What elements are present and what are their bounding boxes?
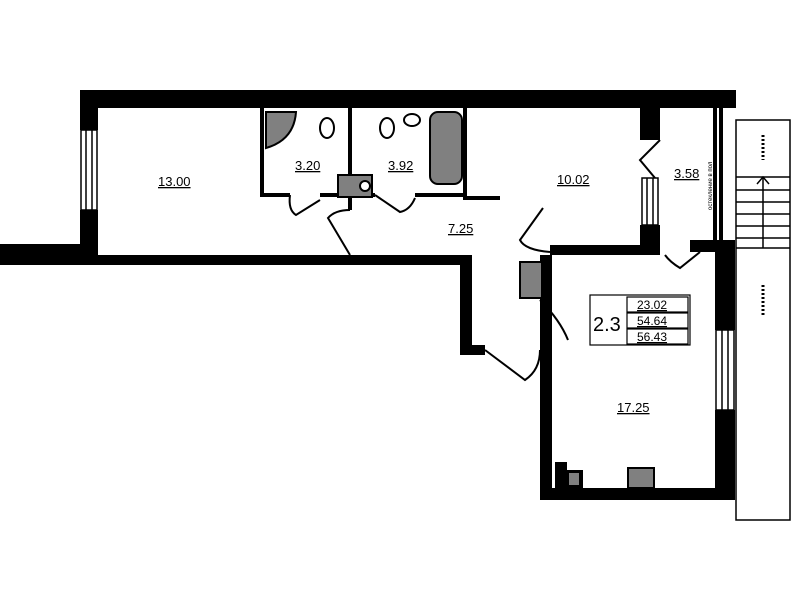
- room-area-hallway: 7.25: [448, 221, 473, 236]
- room-area-bedroom: 10.02: [557, 172, 590, 187]
- room-area-bathroom-tub: 3.92: [388, 158, 413, 173]
- total-area: 54.64: [637, 314, 667, 328]
- room-area-living: 13.00: [158, 174, 191, 189]
- unit-number: 2.3: [593, 314, 621, 336]
- living-area: 23.02: [637, 298, 667, 312]
- boiler-icon: [519, 261, 543, 299]
- stove-icon: [627, 467, 655, 489]
- fixtures: [265, 111, 655, 489]
- toilet-icon: [379, 117, 395, 139]
- room-area-kitchen: 17.25: [617, 400, 650, 415]
- toilet-icon: [319, 117, 335, 139]
- shower-tray: [265, 111, 298, 150]
- walls: [0, 90, 736, 500]
- windows: [80, 129, 735, 411]
- room-area-bathroom-shower: 3.20: [295, 158, 320, 173]
- bathtub-icon: [429, 111, 463, 185]
- doors: [288, 139, 701, 382]
- partitions: [260, 108, 723, 245]
- balcony-note: остекление в пол: [708, 161, 714, 210]
- sink-icon: [403, 113, 421, 127]
- room-area-balcony: 3.58: [674, 166, 699, 181]
- staircase: [735, 119, 791, 521]
- sink-kitchen-icon: [567, 471, 581, 487]
- total-area-with-balcony: 56.43: [637, 330, 667, 344]
- summary-box: [589, 294, 691, 346]
